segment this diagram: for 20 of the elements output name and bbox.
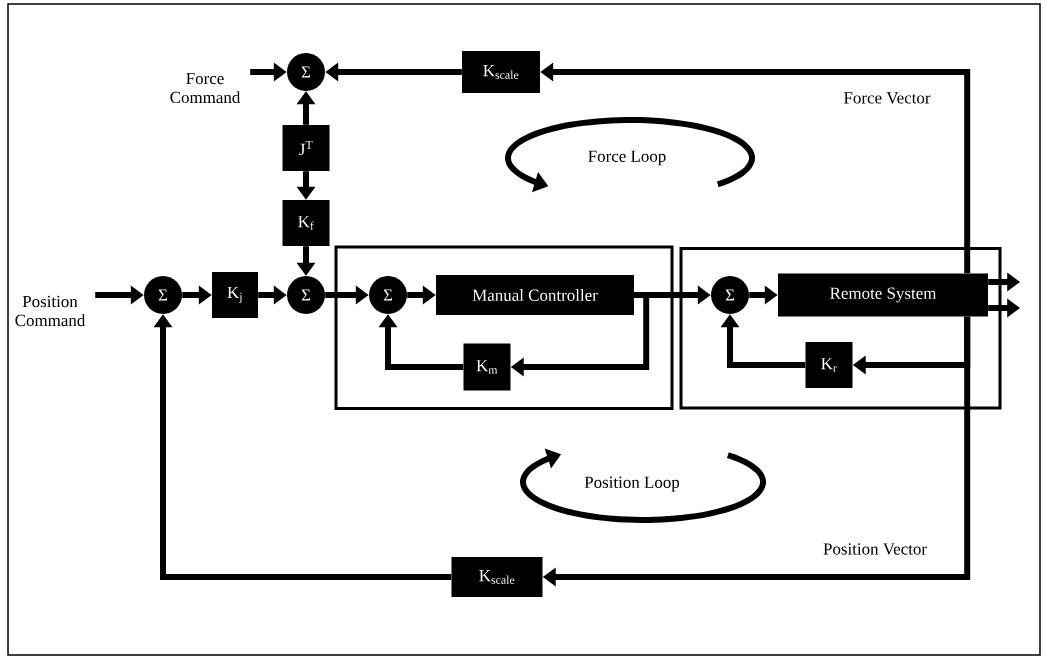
edge-label: Position Vector	[822, 542, 928, 556]
edge-label: Force Vector	[842, 91, 932, 105]
gain-block: K$_{j}$	[212, 272, 258, 318]
loop-label: Force Loop	[586, 149, 668, 167]
input-label: Position Command	[15, 295, 86, 327]
gain-block: K$_{f}$	[282, 200, 330, 246]
summing-junction: Σ	[144, 276, 182, 314]
gain-block: Manual Controller	[436, 275, 634, 315]
gain-block: Remote System	[778, 273, 988, 317]
input-label: Force Command	[170, 72, 241, 104]
gain-block: K$_{r}$	[805, 342, 853, 388]
gain-block: K$_{scale}$	[462, 51, 540, 93]
summing-junction: Σ	[369, 276, 407, 314]
summing-junction: Σ	[287, 276, 325, 314]
summing-junction: Σ	[287, 53, 325, 91]
gain-block: K$_{scale}$	[451, 557, 543, 597]
gain-block: K$_{m}$	[463, 343, 511, 391]
loop-label: Position Loop	[583, 475, 681, 493]
gain-block: J$^{T}$	[282, 125, 330, 171]
summing-junction: Σ	[711, 276, 749, 314]
